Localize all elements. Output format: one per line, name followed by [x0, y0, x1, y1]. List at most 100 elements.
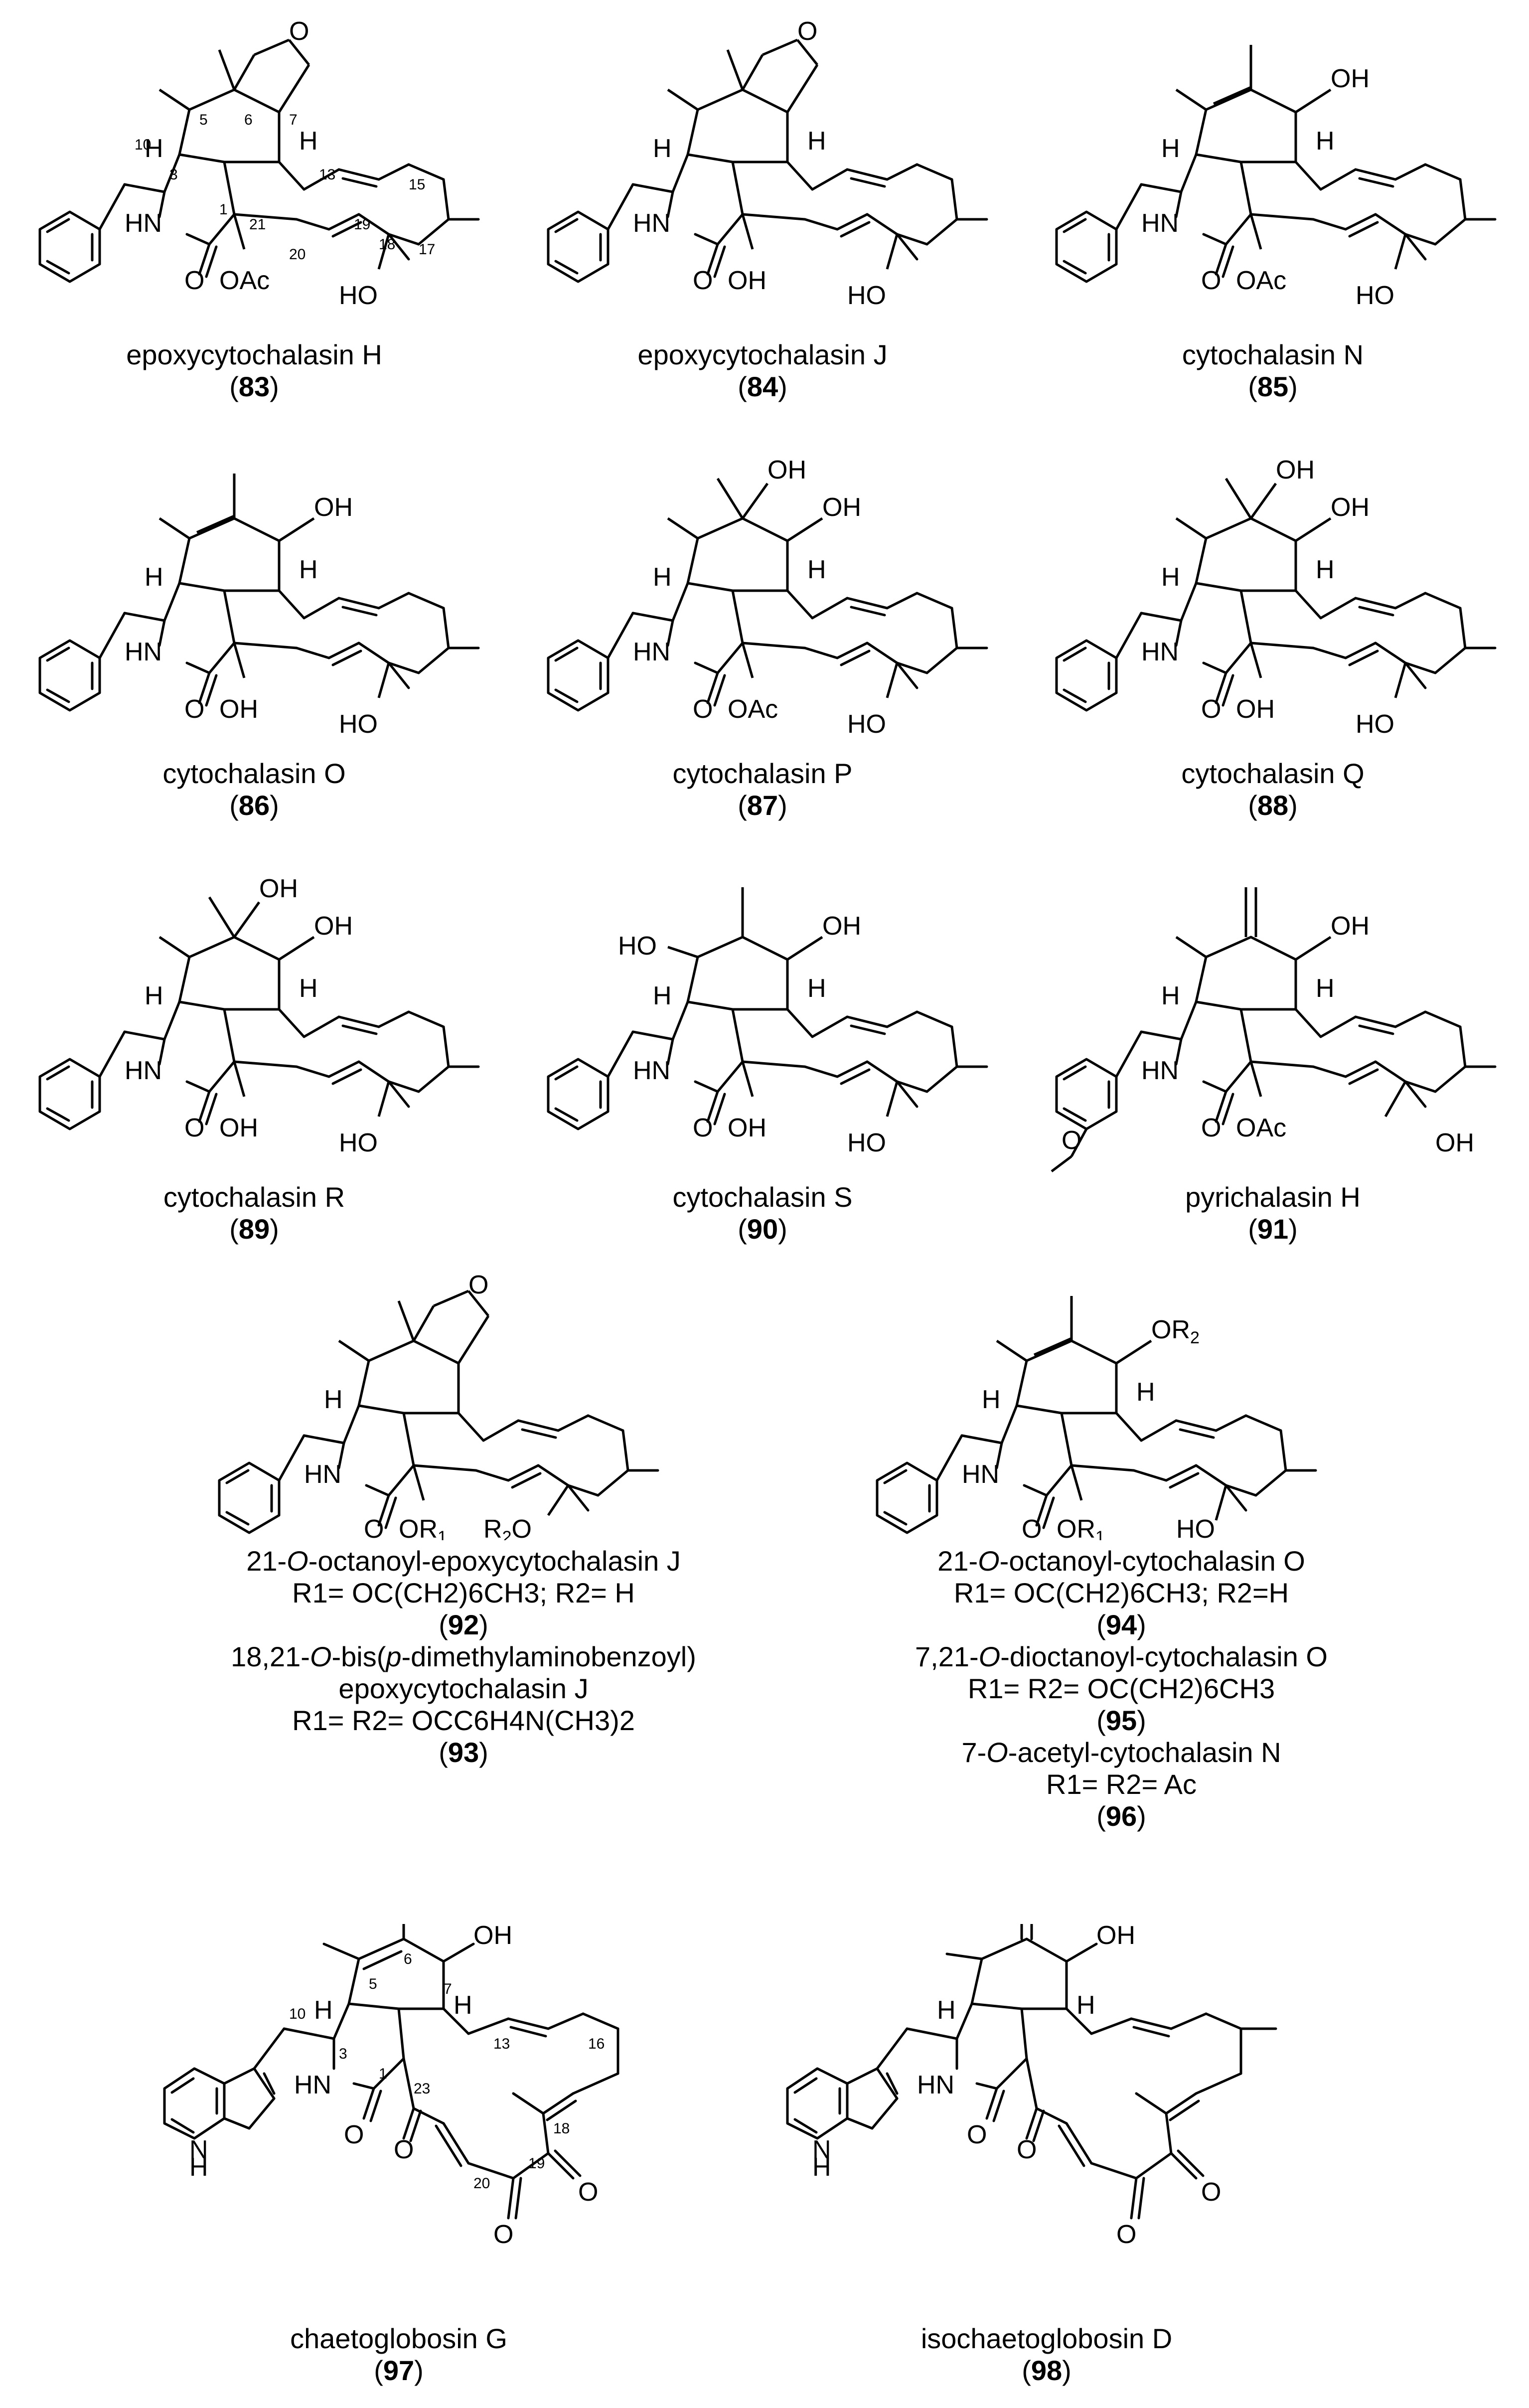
atom-o: O	[1022, 1515, 1042, 1540]
atom-oh: OH	[259, 874, 298, 903]
atom-o: O	[693, 695, 713, 724]
atom-ho: HO	[1356, 710, 1394, 739]
atom-h: H	[653, 981, 672, 1010]
atom-o: O	[184, 1114, 204, 1142]
atom-o: O	[394, 2135, 414, 2164]
atom-o: O	[184, 266, 204, 295]
structure-94-96: OR2 H H HN O OR1 HO	[847, 1296, 1346, 1540]
structure-87: OH OH H H HN O OAc HO	[518, 456, 1017, 739]
compound-name: cytochalasin N (85)	[1182, 339, 1364, 402]
atom-or1: OR1	[1057, 1515, 1105, 1540]
locant: 13	[493, 2036, 510, 2052]
atom-h: H	[454, 1991, 472, 2020]
atom-h: H	[299, 974, 318, 1003]
atom-oh: OH	[219, 695, 258, 724]
atom-n-indole: N	[189, 2135, 208, 2164]
compound-86: OH H H HN O OH HO cytochalasin O (86)	[0, 439, 508, 847]
compound-83: O H H HN O OAc HO 10 3 5 6 7 13 15 17 18…	[0, 0, 508, 439]
atom-oh: OH	[822, 493, 861, 522]
compound-98: H N H H OH HN O O O O isochaetoglobosin …	[748, 1924, 1529, 2403]
atom-oh: OH	[767, 456, 806, 484]
atom-h: H	[314, 1996, 333, 2025]
name-93-line2: epoxycytochalasin J	[338, 1673, 589, 1704]
atom-oh: OH	[728, 266, 766, 295]
structure-85: OH H H HN O OAc HO	[1027, 45, 1525, 310]
structure-86: OH H H HN O OH HO	[10, 474, 508, 739]
locant: 3	[169, 166, 178, 183]
name-96: 7-O-acetyl-cytochalasin N	[961, 1737, 1281, 1768]
atom-h: H	[807, 127, 826, 156]
structure-91: OH H H HN O OAc OH O	[1051, 887, 1525, 1172]
locant: 20	[473, 2175, 490, 2192]
atom-hn: HN	[304, 1460, 341, 1489]
compound-84: O H H HN O OH HO epoxycytochalasin J (84…	[508, 0, 1017, 439]
atom-n-indole: N	[812, 2135, 831, 2164]
atom-o-methoxy: O	[1062, 1126, 1081, 1155]
locant: 19	[528, 2155, 545, 2172]
atom-o: O	[344, 2120, 364, 2149]
structure-90: HO OH H H HN O OH HO	[518, 887, 1017, 1157]
atom-ho: HO	[847, 1128, 886, 1157]
atom-h: H	[937, 1996, 956, 2025]
atom-h: H	[145, 134, 163, 163]
atom-or1: OR1	[399, 1515, 447, 1540]
compound-88: OH OH H H HN O OH HO cytochalasin Q (88)	[1017, 439, 1529, 847]
atom-hn-indole: H	[812, 2153, 831, 2182]
rgroup-93: R1= R2= OCC6H4N(CH3)2	[292, 1705, 635, 1736]
atom-hn: HN	[1141, 209, 1179, 238]
atom-ho: HO	[339, 281, 378, 310]
name-94: 21-O-octanoyl-cytochalasin O	[937, 1545, 1305, 1577]
atom-h: H	[145, 563, 163, 592]
atom-ho: HO	[847, 710, 886, 739]
locant: 6	[244, 112, 253, 128]
compound-name: pyrichalasin H (91)	[1185, 1181, 1361, 1245]
structure-84: O H H HN O OH HO	[518, 17, 1017, 310]
atom-h: H	[1161, 134, 1180, 163]
atom-oh: OH	[473, 1924, 512, 1950]
locant: 1	[379, 2066, 387, 2082]
structure-97: H N H H OH HN O O O O 10 3 5 6 7 13 16 1…	[163, 1924, 619, 2249]
locant: 3	[339, 2046, 347, 2062]
atom-h: H	[299, 127, 318, 156]
atom-o: O	[693, 266, 713, 295]
atom-h: H	[324, 1385, 343, 1414]
atom-hn: HN	[1141, 1056, 1179, 1085]
atom-ho: HO	[339, 710, 378, 739]
atom-o-epoxide: O	[797, 17, 817, 46]
structure-98: H N H H OH HN O O O O	[786, 1924, 1277, 2249]
atom-oac: OAc	[1236, 266, 1286, 295]
name-95: 7,21-O-dioctanoyl-cytochalasin O	[915, 1641, 1328, 1672]
locant: 7	[444, 1981, 452, 1997]
atom-h: H	[653, 134, 672, 163]
atom-o: O	[1017, 2135, 1037, 2164]
locant: 6	[404, 1951, 412, 1967]
compound-name: cytochalasin S (90)	[672, 1181, 853, 1245]
atom-h: H	[1316, 127, 1335, 156]
atom-oh: OH	[728, 1114, 766, 1142]
locant: 20	[289, 246, 306, 263]
atom-o-epoxide: O	[289, 17, 309, 46]
compound-name: cytochalasin P (87)	[672, 758, 853, 821]
atom-hn: HN	[633, 209, 670, 238]
atom-hn: HN	[125, 638, 162, 666]
compound-94-96-structure: OR2 H H HN O OR1 HO	[847, 1271, 1395, 1540]
compound-87: OH OH H H HN O OAc HO cytochalasin P (87…	[508, 439, 1017, 847]
atom-oac: OAc	[728, 695, 778, 724]
structure-89: OH OH H H HN O OH HO	[10, 874, 508, 1157]
description-94-96: 21-O-octanoyl-cytochalasin O R1= OC(CH2)…	[797, 1545, 1445, 1832]
atom-o: O	[364, 1515, 384, 1540]
atom-o-epoxide: O	[468, 1271, 488, 1299]
rgroup-96: R1= R2= Ac	[1046, 1768, 1197, 1800]
locant: 17	[419, 241, 435, 258]
structure-83: O H H HN O OAc HO 10 3 5 6 7 13 15 17 18…	[10, 17, 508, 310]
atom-ho: HO	[339, 1128, 378, 1157]
atom-ho: HO	[618, 932, 657, 961]
locant: 1	[219, 201, 228, 218]
atom-o: O	[1201, 695, 1221, 724]
atom-oac: OAc	[1236, 1114, 1286, 1142]
locant: 18	[379, 236, 395, 253]
name-92: 21-O-octanoyl-epoxycytochalasin J	[246, 1545, 681, 1577]
locant: 23	[414, 2081, 430, 2097]
compound-90: HO OH H H HN O OH HO cytochalasin S (90)	[508, 847, 1017, 1271]
atom-oac: OAc	[219, 266, 270, 295]
